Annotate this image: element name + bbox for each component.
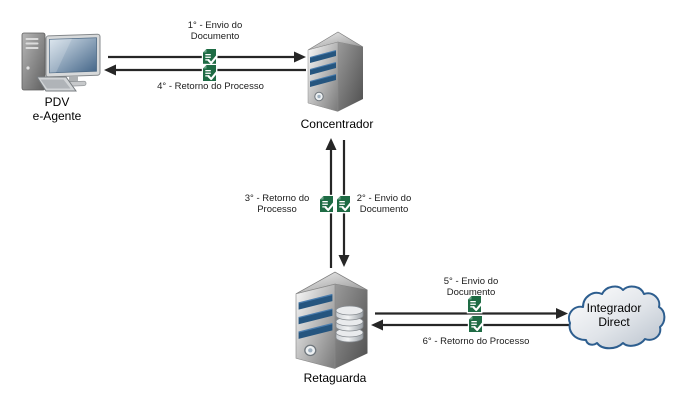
flow-3-label: 3° - Retorno do Processo: [232, 193, 322, 215]
document-check-icon: [466, 313, 485, 335]
integrador-label-line2: Direct: [598, 315, 630, 329]
flow-5-label-line1: 5° - Envio do: [443, 276, 499, 287]
flow-2-label-line1: 2° - Envio do: [356, 193, 412, 204]
integrador-node-label: Integrador Direct: [566, 301, 662, 329]
retaguarda-server-icon: [295, 271, 369, 370]
flow-5-label: 5° - Envio do Documento: [416, 276, 526, 298]
flow-3-label-line2: Processo: [257, 204, 297, 215]
document-check-icon: [200, 46, 219, 68]
flow-2-label: 2° - Envio do Documento: [339, 193, 429, 215]
computer-tower: [21, 32, 46, 91]
arrow-1-envio-documento: [108, 51, 306, 63]
document-check-icon: [200, 62, 219, 84]
concentrador-node-label: Concentrador: [300, 117, 374, 131]
flow-5-label-line2: Documento: [446, 287, 496, 298]
flow-4-label: 4° - Retorno do Processo: [157, 81, 264, 92]
computer-keyboard: [36, 76, 77, 92]
concentrador-server-icon: [307, 31, 364, 112]
pdv-computer-icon: [21, 32, 101, 92]
pdv-label-line2: e-Agente: [32, 109, 82, 123]
flow-2-label-line2: Documento: [359, 204, 409, 215]
flow-1-label: 1° - Envio do Documento: [160, 20, 270, 42]
retaguarda-node-label: Retaguarda: [303, 371, 367, 385]
pdv-node-label: PDV e-Agente: [12, 95, 102, 123]
arrow-5-envio-documento: [375, 308, 568, 319]
integrador-cloud-shape: [568, 285, 666, 350]
flow-6-label: 6° - Retorno do Processo: [422, 336, 530, 347]
flow-1-label-line1: 1° - Envio do: [187, 20, 243, 31]
computer-monitor: [45, 33, 101, 87]
pdv-label-line1: PDV: [44, 95, 70, 109]
flow-1-label-line2: Documento: [190, 31, 240, 42]
database-cylinders-icon: [335, 305, 364, 343]
flow-3-label-line1: 3° - Retorno do: [244, 193, 310, 204]
integrador-label-line1: Integrador: [586, 301, 642, 315]
